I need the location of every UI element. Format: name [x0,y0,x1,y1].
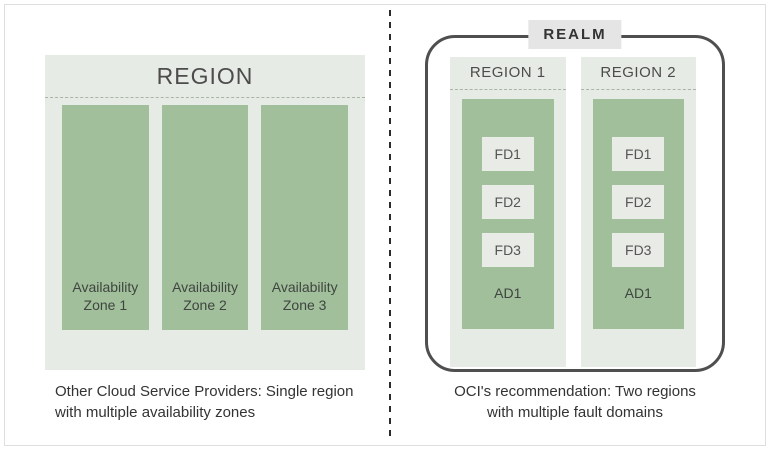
region-1-title: REGION 1 [450,57,566,90]
realm-boundary: REALM REGION 1 FD1 FD2 FD3 AD1 REGION 2 … [425,20,725,372]
region-1-fault-domain-1: FD1 [481,137,534,171]
region-2-box: REGION 2 FD1 FD2 FD3 AD1 [580,57,696,367]
region-2-title: REGION 2 [580,57,696,90]
right-caption: OCI's recommendation: Two regions with m… [454,383,696,421]
realm-label: REALM [528,20,622,49]
region-1-fault-domain-2: FD2 [481,185,534,219]
availability-zones-group: Availability Zone 1 Availability Zone 2 … [62,105,349,330]
region-2-fault-domain-2: FD2 [612,185,665,219]
availability-zone-3-label: Availability Zone 3 [271,278,338,313]
availability-zone-3: Availability Zone 3 [261,105,349,330]
region-2-availability-domain: FD1 FD2 FD3 AD1 [592,99,684,329]
regions-group: REGION 1 FD1 FD2 FD3 AD1 REGION 2 FD1 FD… [450,57,696,367]
region-1-availability-domain: FD1 FD2 FD3 AD1 [462,99,554,329]
region-title: REGION [45,55,365,98]
region-box: REGION Availability Zone 1 Availability … [45,55,365,370]
region-2-ad-label: AD1 [624,285,652,301]
region-1-box: REGION 1 FD1 FD2 FD3 AD1 [450,57,566,367]
region-1-fault-domain-3: FD3 [481,233,534,267]
left-caption: Other Cloud Service Providers: Single re… [55,383,354,421]
region-2-fault-domain-1: FD1 [612,137,665,171]
region-2-fault-domain-3: FD3 [612,233,665,267]
availability-zone-2: Availability Zone 2 [161,105,249,330]
availability-zone-1: Availability Zone 1 [62,105,149,330]
dashed-divider [389,10,391,438]
availability-zone-1-label: Availability Zone 1 [72,278,139,313]
availability-zone-2-label: Availability Zone 2 [172,278,238,313]
region-1-ad-label: AD1 [494,285,522,301]
